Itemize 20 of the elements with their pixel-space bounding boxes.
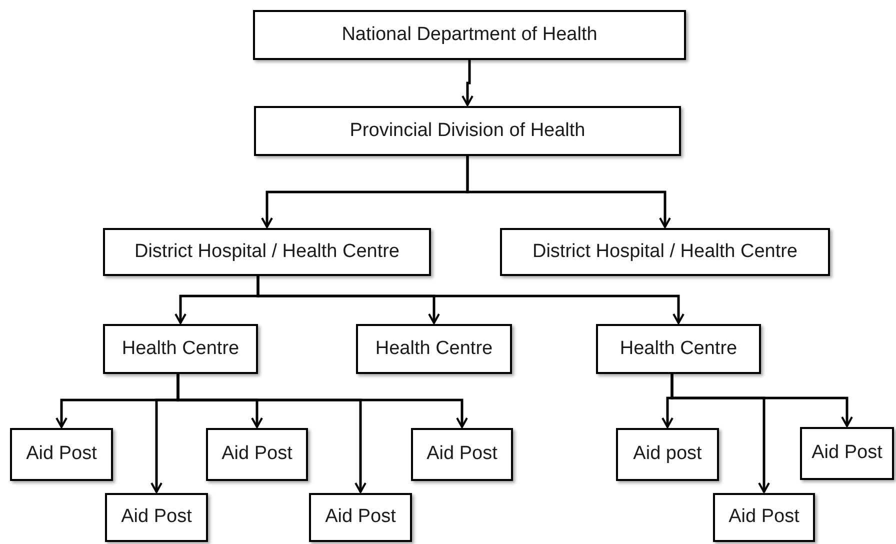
arrow bbox=[462, 60, 474, 106]
org-box: Aid post bbox=[616, 428, 719, 481]
arrow bbox=[670, 374, 853, 427]
org-box: National Department of Health bbox=[253, 10, 686, 60]
org-box: Aid Post bbox=[309, 493, 412, 542]
org-box: Aid Post bbox=[10, 428, 113, 481]
org-box: Provincial Division of Health bbox=[254, 106, 681, 156]
org-box: Aid Post bbox=[713, 493, 815, 542]
org-box: Aid Post bbox=[800, 427, 894, 480]
org-box: Aid Post bbox=[206, 428, 308, 481]
org-box: Health Centre bbox=[596, 324, 761, 374]
org-box: Aid Post bbox=[411, 428, 513, 481]
arrow bbox=[466, 156, 671, 228]
org-box: Health Centre bbox=[356, 324, 512, 374]
arrow bbox=[256, 276, 684, 324]
org-box: Health Centre bbox=[103, 324, 258, 374]
org-box: District Hospital / Health Centre bbox=[500, 228, 830, 276]
org-box: District Hospital / Health Centre bbox=[103, 228, 431, 276]
arrow bbox=[176, 374, 468, 428]
org-box: Aid Post bbox=[105, 493, 208, 542]
